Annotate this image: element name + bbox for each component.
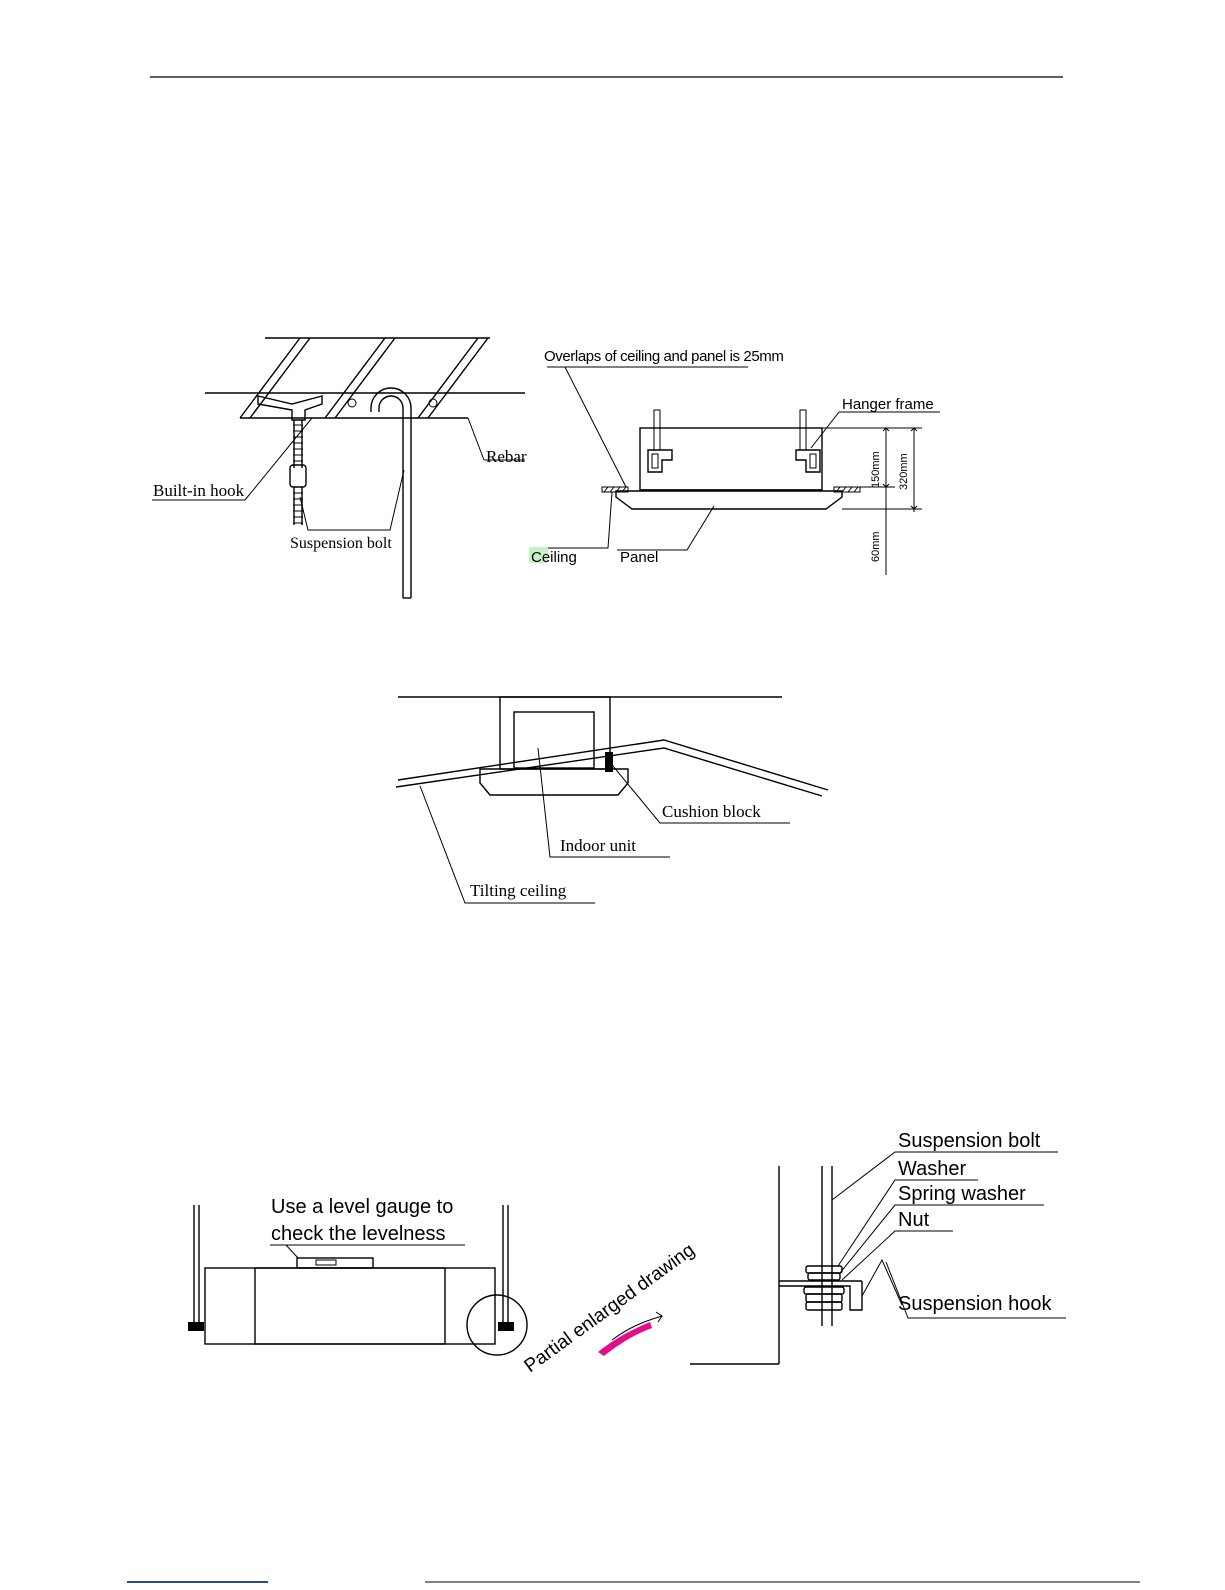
figure-levelness: Use a level gauge to check the levelness… <box>188 1130 1066 1377</box>
label-washer: Washer <box>898 1158 967 1180</box>
label-level-gauge-line2: check the levelness <box>271 1223 446 1245</box>
label-tilting-ceiling: Tilting ceiling <box>470 881 567 900</box>
label-partial-enlarged: Partial enlarged drawing <box>521 1240 699 1377</box>
label-cushion-block: Cushion block <box>662 802 761 821</box>
figure-built-in-hook: Rebar Built-in hook Suspension bolt <box>152 338 527 598</box>
label-nut: Nut <box>898 1209 930 1231</box>
label-suspension-bolt-detail: Suspension bolt <box>898 1130 1041 1152</box>
figure-panel-dimensions: 150mm 320mm 60mm Overlaps of ceiling and… <box>529 348 940 575</box>
label-panel: Panel <box>620 549 658 566</box>
label-spring-washer: Spring washer <box>898 1183 1026 1205</box>
label-suspension-hook: Suspension hook <box>898 1293 1052 1315</box>
label-rebar: Rebar <box>486 447 527 466</box>
dim-60mm: 60mm <box>870 531 882 562</box>
label-level-gauge-line1: Use a level gauge to <box>271 1196 453 1218</box>
label-built-in-hook: Built-in hook <box>153 481 245 500</box>
label-hanger-frame: Hanger frame <box>842 396 934 413</box>
dim-150mm: 150mm <box>870 451 882 488</box>
label-ceiling: Ceiling <box>531 549 577 566</box>
label-overlap-note: Overlaps of ceiling and panel is 25mm <box>544 348 784 365</box>
label-indoor-unit: Indoor unit <box>560 836 636 855</box>
label-suspension-bolt: Suspension bolt <box>290 535 392 552</box>
dim-320mm: 320mm <box>898 453 910 490</box>
figure-tilting-ceiling: Cushion block Indoor unit Tilting ceilin… <box>396 697 828 903</box>
arrow-icon <box>598 1322 652 1356</box>
